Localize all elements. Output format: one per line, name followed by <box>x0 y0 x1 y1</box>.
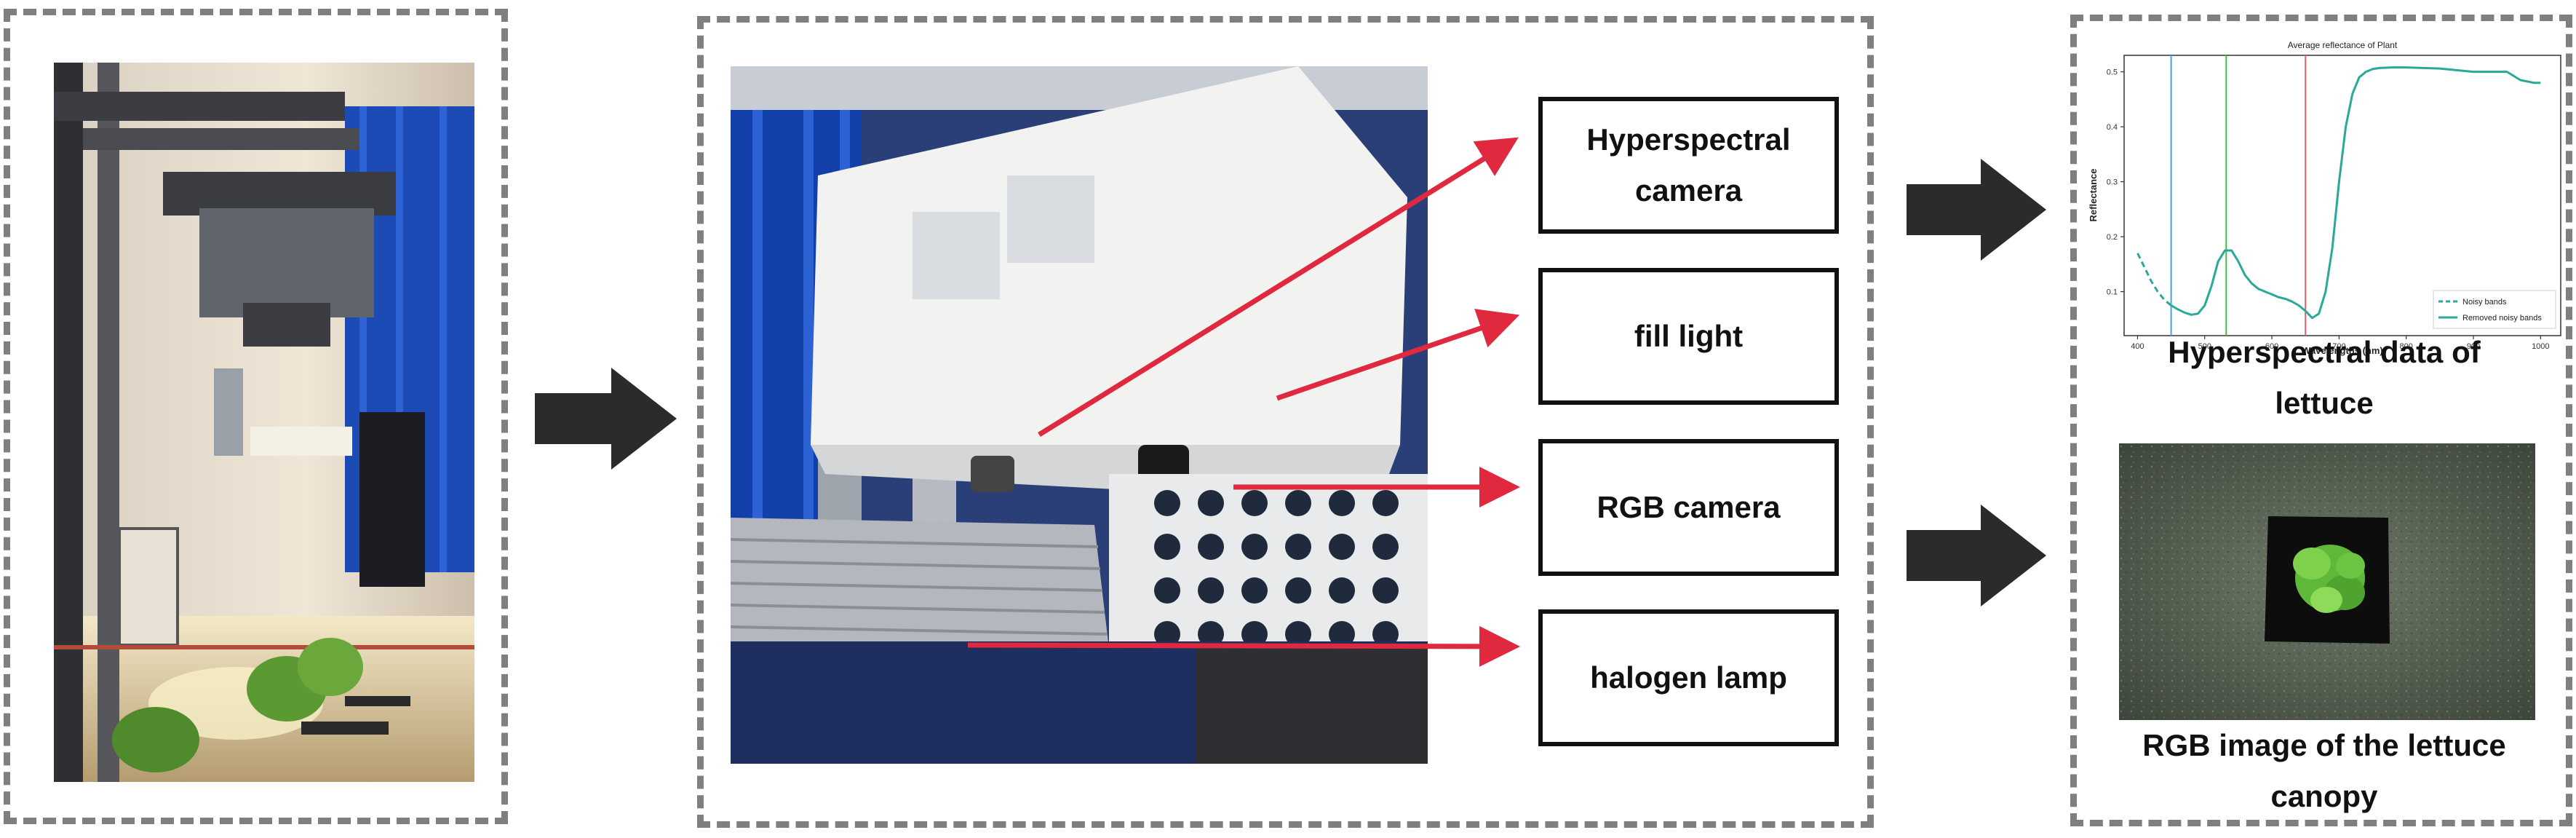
label-rgb-camera-text: RGB camera <box>1597 490 1781 524</box>
plot-area <box>2123 55 2561 336</box>
chart-legend: Noisy bands Removed noisy bands <box>2433 290 2556 329</box>
lettuce-rgb-photo <box>2119 443 2535 720</box>
outputs-panel: Average reflectance of Plant 0.1 0.2 0.3 0.… <box>2070 15 2572 826</box>
flow-arrow-2 <box>1907 159 2046 261</box>
label-hyperspectral-camera: Hyperspectral camera <box>1538 97 1839 234</box>
system-photo-panel <box>4 9 508 824</box>
y-tick-label-1: 0.2 <box>2107 233 2118 242</box>
arrow-fill-light <box>1276 309 1520 401</box>
x-tick-label-6: 1000 <box>2532 342 2549 351</box>
x-tick-label-2: 600 <box>2265 342 2278 351</box>
caption-hyperspectral: Hyperspectral data of lettuce <box>2120 327 2528 429</box>
caption-hyperspectral-text: Hyperspectral data of lettuce <box>2168 335 2481 420</box>
x-tick-label-5: 900 <box>2467 342 2480 351</box>
series-line-1 <box>2170 66 2541 320</box>
x-tick-label-1: 500 <box>2198 342 2211 351</box>
y-tick-label-2: 0.3 <box>2107 178 2118 187</box>
label-hyperspectral-camera-text: Hyperspectral camera <box>1586 122 1791 207</box>
series-line-0 <box>2136 253 2172 307</box>
y-tick-label-4: 0.5 <box>2107 68 2118 77</box>
x-tick-label-0: 400 <box>2131 342 2144 351</box>
x-axis-label: Wavelengths (nm) <box>2302 345 2382 356</box>
label-fill-light: fill light <box>1538 268 1839 405</box>
arrow-halogen-lamp <box>967 625 1520 667</box>
reflectance-chart: Average reflectance of Plant 0.1 0.2 0.3 0.… <box>2088 40 2561 356</box>
arrow-hyperspectral-camera <box>1038 137 1519 437</box>
y-tick-label-3: 0.4 <box>2107 123 2118 132</box>
flow-arrow-3 <box>1907 505 2046 606</box>
legend-label-removed: Removed noisy bands <box>2462 314 2542 323</box>
label-halogen-lamp: halogen lamp <box>1538 609 1839 746</box>
legend-label-noisy: Noisy bands <box>2462 298 2507 307</box>
x-tick-label-4: 800 <box>2400 342 2413 351</box>
imaging-system-photo <box>54 63 474 782</box>
y-tick-label-0: 0.1 <box>2107 288 2118 297</box>
label-fill-light-text: fill light <box>1634 319 1744 353</box>
chart-title: Average reflectance of Plant <box>2288 40 2398 50</box>
caption-rgb-text: RGB image of the lettuce canopy <box>2142 728 2506 813</box>
sensor-detail-panel: Hyperspectral camera fill light RGB came… <box>697 16 1874 828</box>
label-rgb-camera: RGB camera <box>1538 439 1839 576</box>
caption-rgb: RGB image of the lettuce canopy <box>2120 720 2528 822</box>
label-halogen-lamp-text: halogen lamp <box>1590 660 1787 695</box>
x-tick-label-3: 700 <box>2332 342 2345 351</box>
y-axis-label: Reflectance <box>2088 169 2099 222</box>
flow-arrow-1 <box>535 368 677 470</box>
